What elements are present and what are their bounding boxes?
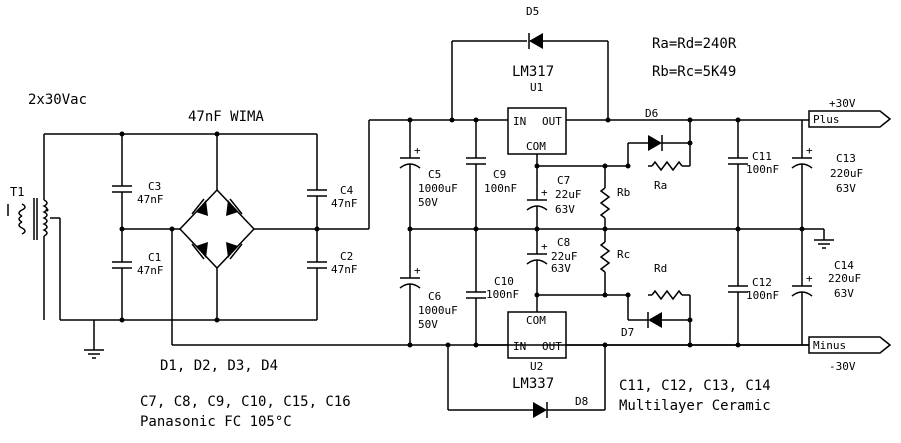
c3-label: C3 [148, 180, 161, 193]
c8-rating: 63V [551, 262, 571, 275]
cap-c5-c6 [399, 120, 421, 345]
svg-text:+: + [541, 240, 548, 253]
cap-c9-c10 [466, 120, 486, 345]
c7-label: C7 [557, 174, 570, 187]
c7-value: 22uF [555, 188, 582, 201]
cap-c11-c12 [728, 117, 748, 348]
diode-d5 [451, 33, 611, 123]
rc-label: Rc [617, 248, 630, 261]
c7-rating: 63V [555, 203, 575, 216]
rd-label: Rd [654, 262, 667, 275]
input-wiring [44, 133, 317, 359]
svg-text:+: + [806, 144, 813, 157]
cap-c4-c2 [307, 134, 327, 320]
u1-name: LM317 [512, 64, 554, 80]
d6-label: D6 [645, 107, 658, 120]
wima-label: 47nF WIMA [188, 109, 264, 125]
cap-c7-c8 [526, 166, 548, 295]
minus-voltage: -30V [829, 360, 856, 373]
u1-out-pin: OUT [542, 115, 562, 128]
minus-label: Minus [813, 339, 846, 352]
c1-value: 47nF [137, 264, 164, 277]
c14-value: 220uF [828, 272, 861, 285]
c5-rating: 50V [418, 196, 438, 209]
c6-value: 1000uF [418, 304, 458, 317]
d5-label: D5 [526, 5, 539, 18]
u1-com-pin: COM [526, 140, 546, 153]
ceramic-type-note: Multilayer Ceramic [619, 398, 771, 414]
caps-list-note: C7, C8, C9, C10, C15, C16 [140, 394, 351, 410]
c5-label: C5 [428, 168, 441, 181]
plus-voltage: +30V [829, 97, 856, 110]
svg-text:+: + [414, 144, 421, 157]
output-minus-connector [808, 336, 892, 354]
c13-rating: 63V [836, 182, 856, 195]
ceramic-list-note: C11, C12, C13, C14 [619, 378, 771, 394]
c8-label: C8 [557, 236, 570, 249]
transformer-t1 [7, 134, 60, 320]
u2-name: LM337 [512, 376, 554, 392]
c10-label: C10 [494, 275, 514, 288]
c12-label: C12 [752, 276, 772, 289]
diode-d6-ra [625, 117, 693, 172]
u2-ref: U2 [530, 360, 543, 373]
c5-value: 1000uF [418, 182, 458, 195]
c13-label: C13 [836, 152, 856, 165]
c6-label: C6 [428, 290, 441, 303]
t1-label: T1 [10, 185, 24, 199]
c6-rating: 50V [418, 318, 438, 331]
bridge-rectifier [171, 131, 809, 346]
output-ground [809, 228, 834, 249]
u1-in-pin: IN [513, 115, 526, 128]
rb-label: Rb [617, 186, 630, 199]
c10-value: 100nF [486, 288, 519, 301]
diode-d8 [447, 345, 606, 418]
u2-in-pin: IN [513, 340, 526, 353]
c12-value: 100nF [746, 289, 779, 302]
equation-rb-rc: Rb=Rc=5K49 [652, 64, 736, 80]
d7-label: D7 [621, 326, 634, 339]
supply-label: 2x30Vac [28, 92, 87, 108]
plus-label: Plus [813, 113, 840, 126]
c9-label: C9 [493, 168, 506, 181]
cap-c3-c1 [112, 131, 175, 323]
c4-value: 47nF [331, 197, 358, 210]
cap-c13-c14 [791, 120, 813, 345]
c11-label: C11 [752, 150, 772, 163]
c9-value: 100nF [484, 182, 517, 195]
c14-label: C14 [834, 259, 854, 272]
c13-value: 220uF [830, 167, 863, 180]
resistor-rb-rc [599, 166, 611, 295]
c2-value: 47nF [331, 263, 358, 276]
c4-label: C4 [340, 184, 354, 197]
output-plus-connector [808, 110, 892, 128]
svg-text:+: + [806, 272, 813, 285]
polarity-marks: + + + + + + [414, 144, 813, 285]
c2-label: C2 [340, 250, 353, 263]
svg-text:+: + [541, 186, 548, 199]
u2-out-pin: OUT [542, 340, 562, 353]
bridge-diodes-note: D1, D2, D3, D4 [160, 358, 278, 374]
u1-ref: U1 [530, 81, 543, 94]
c11-value: 100nF [746, 163, 779, 176]
d8-label: D8 [575, 395, 588, 408]
u2-com-pin: COM [526, 314, 546, 327]
c1-label: C1 [148, 251, 161, 264]
equation-ra-rd: Ra=Rd=240R [652, 36, 737, 52]
labels: 2x30Vac T1 47nF WIMA C3 47nF C1 47nF C4 … [10, 5, 863, 430]
c14-rating: 63V [834, 287, 854, 300]
caps-type-note: Panasonic FC 105°C [140, 414, 292, 430]
c8-value: 22uF [551, 250, 578, 263]
diode-d7-rd [625, 289, 693, 348]
ra-label: Ra [654, 179, 667, 192]
c3-value: 47nF [137, 193, 164, 206]
svg-text:+: + [414, 264, 421, 277]
